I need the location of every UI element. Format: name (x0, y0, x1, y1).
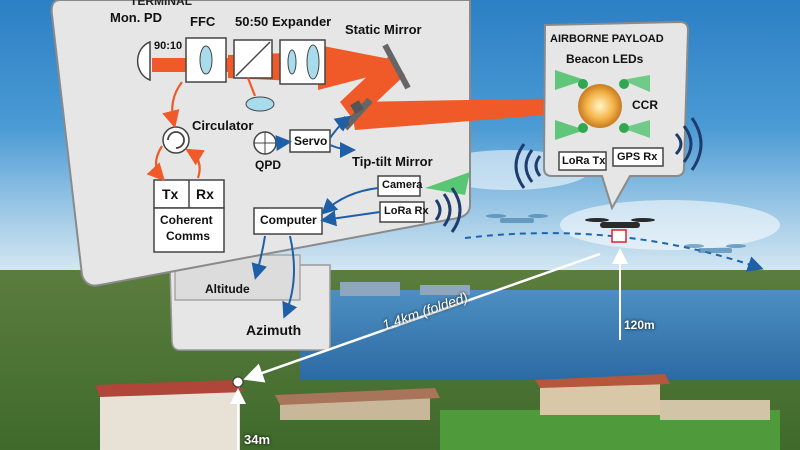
fibre-paths (146, 77, 257, 182)
tip-tilt-label: Tip-tilt Mirror (352, 154, 433, 169)
camera-box (377, 175, 421, 197)
optical-beam (152, 45, 585, 130)
qpd-lens-icon (245, 96, 275, 112)
expander-lens-icon (287, 49, 297, 75)
terminal-title: TERMINAL (130, 0, 192, 8)
ccr-icon (578, 84, 622, 128)
wireless-icon (514, 117, 703, 189)
campus-buildings (95, 374, 770, 450)
mon-pd-label: Mon. PD (110, 10, 162, 25)
rx-label: Rx (196, 186, 214, 202)
beacon-led-glow (555, 70, 650, 140)
gps-rx-label: GPS Rx (617, 151, 658, 163)
expander-lens-icon (306, 44, 320, 80)
terminal-location-marker (232, 376, 244, 388)
wireless-icon (434, 187, 462, 233)
qpd-label: QPD (255, 158, 282, 172)
river-background (300, 290, 800, 380)
expander-label: Expander (272, 14, 332, 29)
drone-icon (585, 218, 655, 243)
splitter-label: 50:50 (235, 14, 269, 29)
circulator-label: Circulator (192, 118, 254, 133)
circulator-icon (162, 126, 190, 154)
distance-link (243, 252, 601, 383)
beacon-led-icons (578, 79, 629, 133)
beacon-leds-label: Beacon LEDs (566, 52, 644, 66)
coherent-comms-box (153, 207, 225, 253)
drone-ghost-icon (486, 214, 746, 253)
static-mirror-icon (382, 43, 411, 90)
cloud (560, 200, 780, 250)
servo-label: Servo (294, 134, 328, 148)
lora-tx-label: LoRa Tx (562, 155, 606, 167)
tx-label: Tx (162, 186, 179, 202)
lora-rx-label: LoRa Rx (384, 205, 429, 217)
coherent-comms-line2: Comms (166, 229, 211, 243)
coherent-comms-line1: Coherent (160, 213, 213, 227)
building-height-label: 34m (244, 432, 271, 447)
computer-box (253, 207, 323, 235)
azimuth-label: Azimuth (246, 322, 302, 338)
lora-tx-box (558, 151, 607, 171)
ratio-label: 90:10 (154, 40, 183, 52)
monitor-photodiode-icon (136, 40, 151, 82)
static-mirror-label: Static Mirror (345, 22, 422, 37)
control-arrows (251, 115, 381, 319)
altitude-label: Altitude (205, 282, 250, 296)
ffc-label: FFC (190, 14, 216, 29)
ccr-label: CCR (632, 98, 658, 112)
drone-height-label: 120m (624, 318, 655, 332)
ffc-lens-icon (199, 45, 213, 75)
computer-label: Computer (260, 213, 317, 227)
gps-rx-box (612, 147, 664, 167)
camera-label: Camera (382, 179, 423, 191)
beacon-light-ray (425, 172, 470, 195)
payload-title: AIRBORNE PAYLOAD (550, 33, 664, 45)
